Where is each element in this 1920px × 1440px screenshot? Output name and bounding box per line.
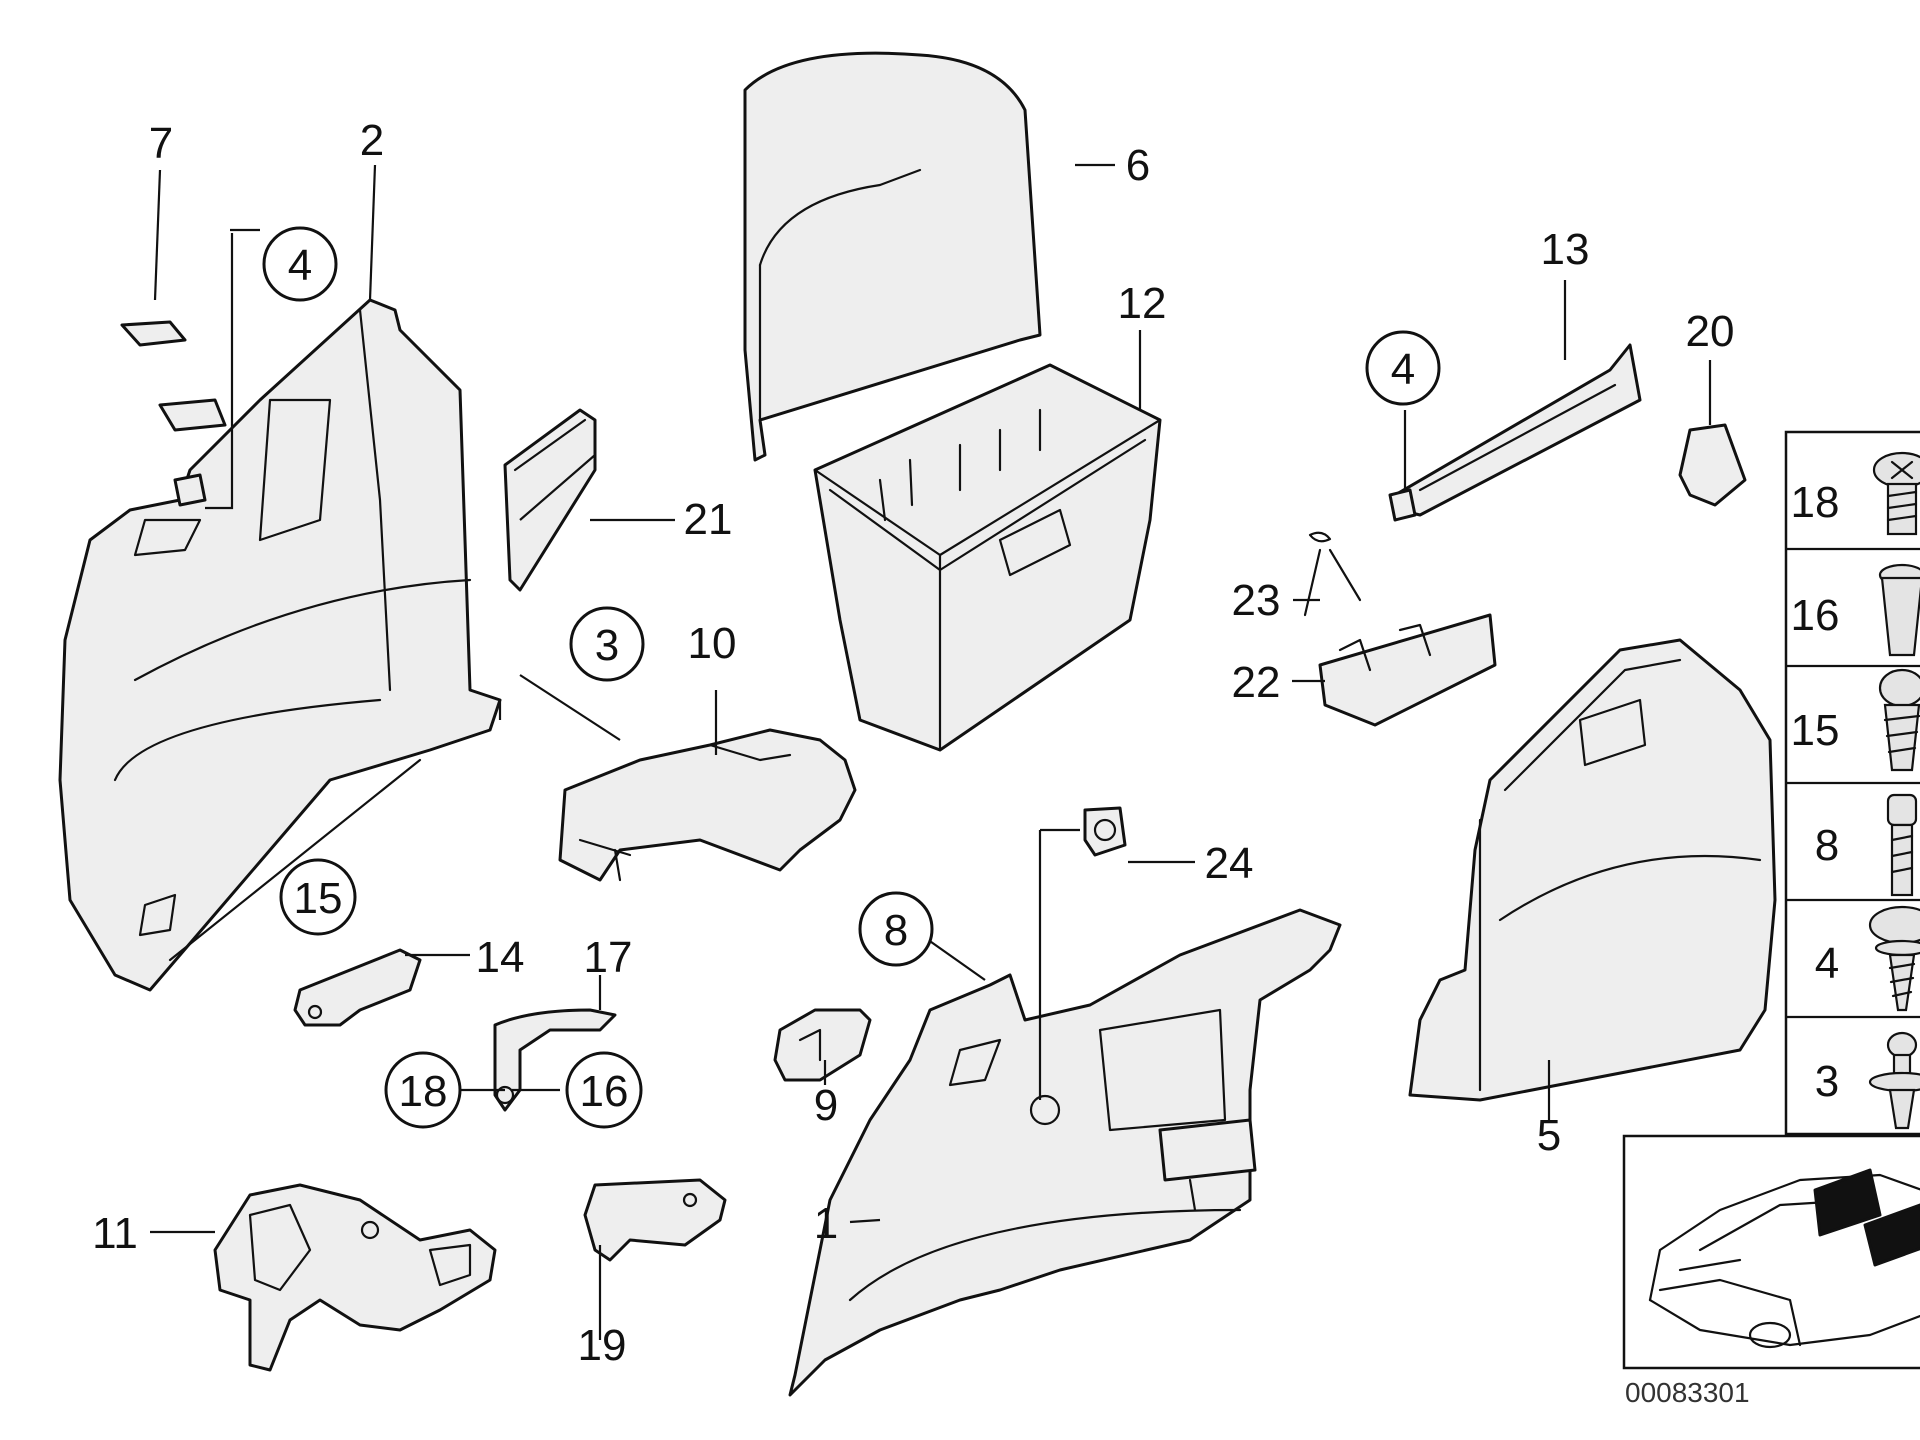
callout-24: 24 [1205, 839, 1254, 888]
part-12-storage-box [813, 363, 1162, 752]
callout-16: 16 [565, 1051, 643, 1129]
callout-8: 8 [858, 891, 934, 967]
callout-22: 22 [1232, 658, 1281, 707]
part-17-bracket [493, 1008, 617, 1112]
callout-17: 17 [584, 933, 633, 982]
part-19-bracket [583, 1178, 727, 1262]
fastener-8-bolt [1886, 793, 1918, 897]
fastener-label-15: 15 [1791, 706, 1840, 755]
callout-6: 6 [1126, 141, 1150, 190]
svg-text:15: 15 [294, 874, 343, 923]
callout-19: 19 [578, 1321, 627, 1370]
part-11-bracket-assembly [213, 1183, 497, 1372]
callout-1: 1 [814, 1199, 838, 1248]
leader-lines [150, 163, 1712, 1340]
part-10-cover [558, 728, 857, 882]
callout-18: 18 [384, 1051, 462, 1129]
fastener-15-screw [1878, 668, 1920, 772]
car-location-thumbnail [1622, 1134, 1920, 1370]
callout-7: 7 [149, 119, 173, 168]
callout-5: 5 [1537, 1111, 1561, 1160]
fastener-label-18: 18 [1791, 478, 1840, 527]
fastener-16-nut [1878, 563, 1920, 657]
svg-text:8: 8 [884, 906, 908, 955]
callout-9: 9 [814, 1081, 838, 1130]
callout-14: 14 [476, 933, 525, 982]
svg-text:3: 3 [595, 621, 619, 670]
fastener-label-3: 3 [1815, 1057, 1839, 1106]
callout-15: 15 [279, 858, 357, 936]
part-23-spring [1303, 531, 1362, 617]
callout-21: 21 [684, 495, 733, 544]
part-13-rail [1388, 343, 1642, 522]
part-clip-upper [158, 398, 227, 507]
part-6-cover [743, 51, 1042, 462]
svg-text:4: 4 [288, 241, 312, 290]
callout-11: 11 [92, 1209, 138, 1258]
part-7-clip [120, 320, 187, 347]
fastener-label-16: 16 [1791, 591, 1840, 640]
svg-text:16: 16 [580, 1067, 629, 1116]
svg-text:4: 4 [1391, 345, 1415, 394]
callout-12: 12 [1118, 279, 1167, 328]
part-5-right-panel [1408, 638, 1777, 1102]
callout-13: 13 [1541, 225, 1590, 274]
part-24-plug [1083, 806, 1127, 857]
callout-3: 3 [569, 606, 645, 682]
fastener-label-8: 8 [1815, 821, 1839, 870]
part-21-cover [503, 408, 597, 592]
part-22-latch [1318, 613, 1497, 727]
part-2-side-trim-panel [58, 298, 502, 992]
part-20-clip [1678, 423, 1747, 507]
fastener-4-screw [1868, 905, 1920, 1012]
callout-4-right: 4 [1365, 330, 1441, 406]
callout-20: 20 [1686, 307, 1735, 356]
callout-10: 10 [688, 619, 737, 668]
fastener-table [1784, 430, 1920, 1136]
part-1-lower-side-trim [788, 908, 1342, 1397]
fastener-18-screw [1872, 451, 1920, 536]
part-14-bracket [293, 948, 422, 1027]
callout-23: 23 [1232, 576, 1281, 625]
callout-4-left: 4 [262, 226, 338, 302]
svg-text:18: 18 [399, 1067, 448, 1116]
callout-2: 2 [360, 116, 384, 165]
fastener-label-4: 4 [1815, 939, 1839, 988]
fastener-3-rivet [1868, 1031, 1920, 1130]
part-9-cover [773, 1008, 872, 1082]
drawing-number: 00083301 [1625, 1377, 1750, 1408]
